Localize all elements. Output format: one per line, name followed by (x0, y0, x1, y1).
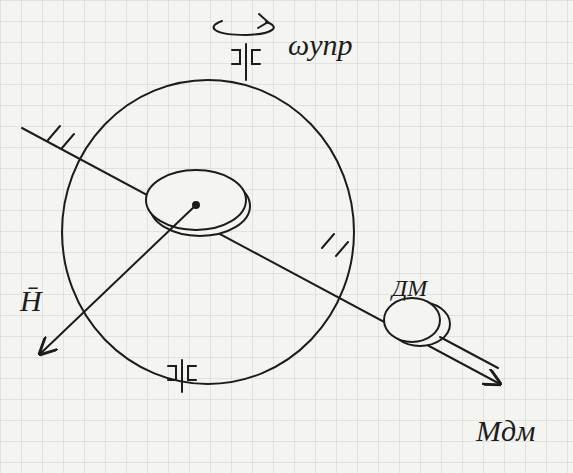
gimbal-ring (62, 80, 354, 384)
rotation-arrowhead (258, 14, 268, 28)
rate-label: ωупр (288, 30, 353, 60)
torque-motor (384, 298, 440, 342)
vertical-axis (245, 44, 247, 80)
vertical-axis (181, 360, 183, 392)
motor-label: ДМ (392, 276, 427, 300)
bearing-symbol (322, 234, 348, 256)
spin-axis (440, 337, 498, 368)
vector-label: H̄ (20, 286, 42, 316)
spin-axis (22, 128, 500, 384)
rotor (146, 170, 246, 230)
torque-label: Мдм (476, 416, 535, 446)
bearing-symbol (48, 126, 74, 148)
bearing-symbol (232, 50, 260, 64)
bearing-symbol (168, 366, 196, 380)
momentum-vector (40, 205, 196, 354)
